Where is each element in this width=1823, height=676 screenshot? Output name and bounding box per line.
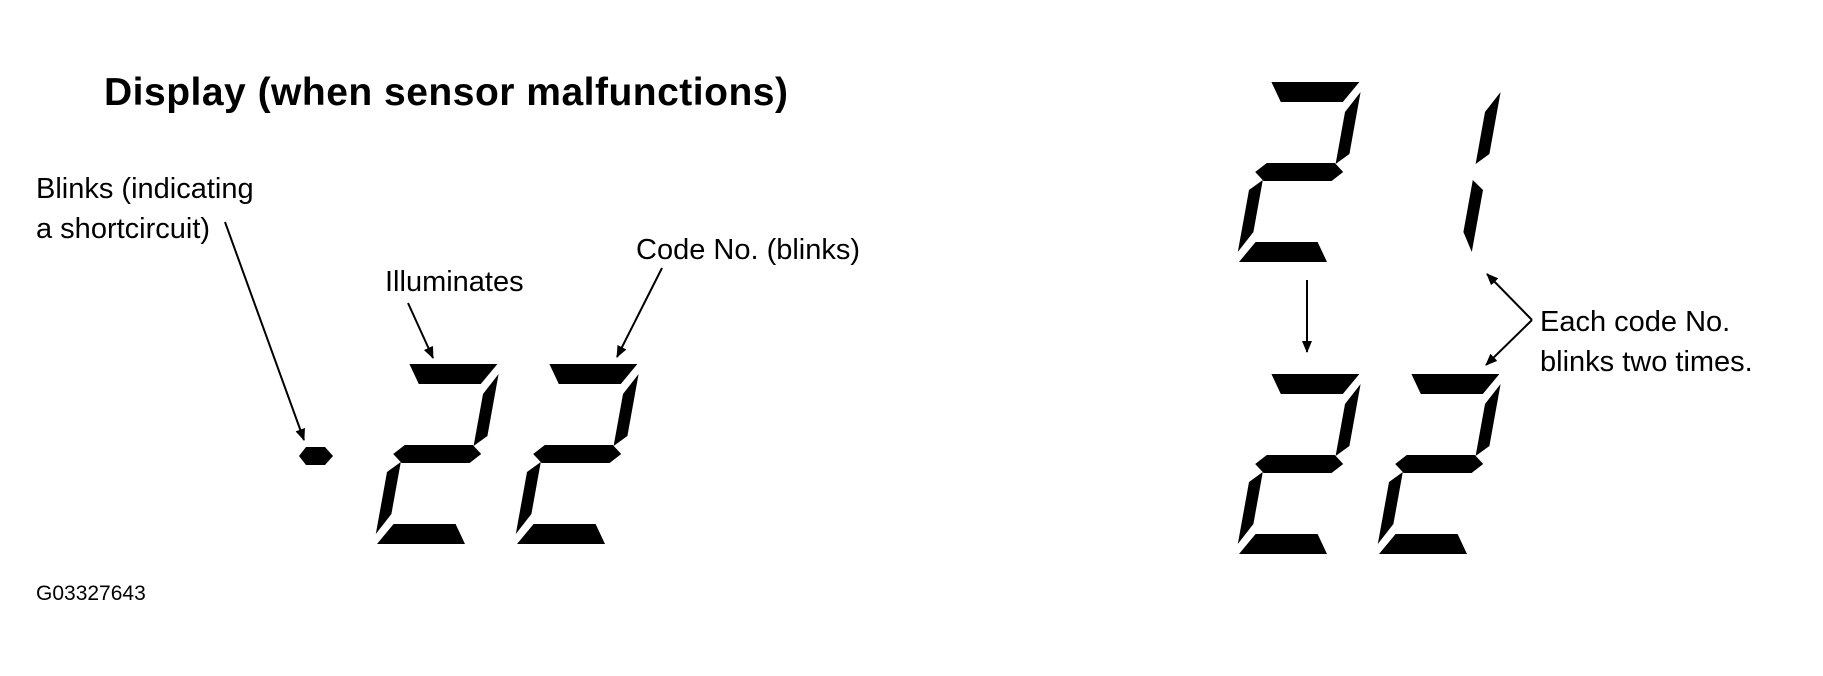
segment-lower-left xyxy=(375,462,401,534)
segment-top xyxy=(1411,374,1500,394)
each-code-label-line-2: blinks two times. xyxy=(1540,346,1753,378)
right-top-display-digit-2 xyxy=(1463,92,1501,252)
each-code-arrow-lower xyxy=(1485,319,1533,366)
segment-upper-right xyxy=(1335,92,1361,164)
figure-id: G03327643 xyxy=(36,582,146,605)
each-code-label: Each code No. blinks two times. xyxy=(1540,302,1753,382)
right-top-display-digit-1 xyxy=(1237,82,1361,262)
code-no-label: Code No. (blinks) xyxy=(636,234,861,266)
segment-bottom xyxy=(377,524,465,544)
segment-middle xyxy=(1395,455,1484,473)
segment-bottom xyxy=(1379,534,1467,554)
segment-lower-left xyxy=(515,462,541,534)
segment-upper-right xyxy=(613,374,639,446)
segment-top xyxy=(549,364,638,384)
minus-segment xyxy=(299,447,333,465)
segment-middle xyxy=(533,445,622,463)
segment-lower-left xyxy=(1237,180,1263,252)
segment-bottom xyxy=(517,524,605,544)
segment-middle xyxy=(1255,455,1344,473)
segment-upper-right xyxy=(473,374,499,446)
blinks-label: Blinks (indicating a shortcircuit) xyxy=(36,169,254,249)
segment-bottom xyxy=(1239,534,1327,554)
each-code-arrow-upper xyxy=(1486,273,1533,321)
segment-upper-right xyxy=(1335,384,1361,456)
blinks-label-line-2: a shortcircuit) xyxy=(36,213,211,245)
segment-upper-right xyxy=(1475,92,1501,164)
segment-middle xyxy=(1255,163,1344,181)
right-bottom-display-digit-1 xyxy=(1237,374,1361,554)
segment-top xyxy=(1271,82,1360,102)
segment-lower-left xyxy=(1237,472,1263,544)
illuminates-label: Illuminates xyxy=(385,266,524,298)
blinks-label-line-1: Blinks (indicating xyxy=(36,173,254,205)
illuminates-leader-arrow xyxy=(407,302,434,359)
right-bottom-display-digit-2 xyxy=(1377,374,1501,554)
segment-middle xyxy=(393,445,482,463)
code-no-leader-arrow xyxy=(616,267,663,358)
segment-lower-right xyxy=(1463,180,1483,252)
segment-bottom xyxy=(1239,242,1327,262)
segment-top xyxy=(409,364,498,384)
blinks-leader-arrow xyxy=(224,221,305,441)
left-display-digit-2 xyxy=(515,364,639,544)
segment-lower-left xyxy=(1377,472,1403,544)
segment-upper-right xyxy=(1475,384,1501,456)
segment-top xyxy=(1271,374,1360,394)
each-code-label-line-1: Each code No. xyxy=(1540,306,1731,338)
left-display-digit-1 xyxy=(375,364,499,544)
diagram-title: Display (when sensor malfunctions) xyxy=(104,71,789,114)
